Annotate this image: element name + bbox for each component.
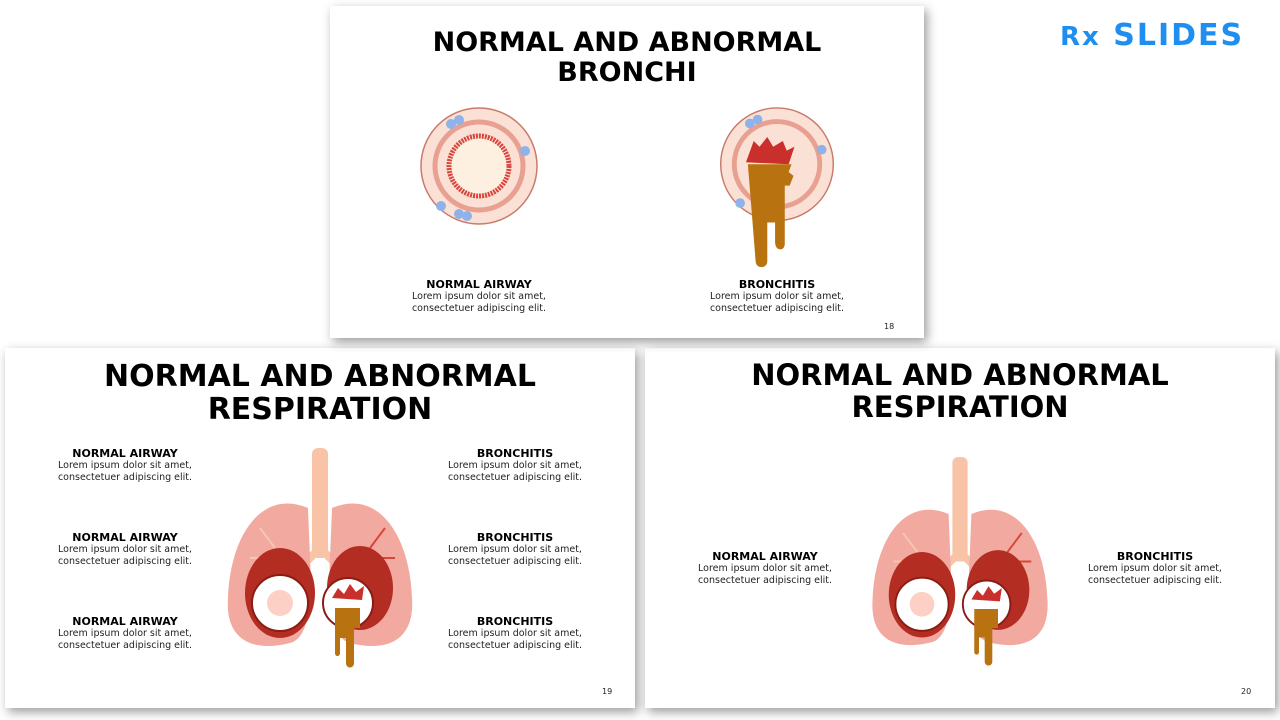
- caption-heading: BRONCHITIS: [476, 531, 554, 544]
- caption-text: Lorem ipsum dolor sit amet, consectetuer…: [57, 628, 193, 651]
- logo-rx: Rx: [1060, 22, 1101, 52]
- caption-heading: NORMAL AIRWAY: [712, 550, 818, 563]
- caption-text: Lorem ipsum dolor sit amet, consectetuer…: [447, 460, 583, 483]
- slide-title: NORMAL AND ABNORMAL BRONCHI: [432, 27, 822, 88]
- slide-title: NORMAL AND ABNORMAL RESPIRATION: [104, 359, 536, 427]
- slide-number: 18: [884, 322, 895, 331]
- caption-heading: BRONCHITIS: [738, 278, 816, 291]
- slide-20[interactable]: NORMAL AND ABNORMAL RESPIRATION NORMAL A…: [645, 348, 1275, 708]
- lungs-illustration: [865, 456, 1055, 686]
- caption-text: Lorem ipsum dolor sit amet, consectetuer…: [411, 291, 547, 314]
- caption-heading: BRONCHITIS: [476, 447, 554, 460]
- caption-text: Lorem ipsum dolor sit amet, consectetuer…: [697, 563, 833, 586]
- caption-heading: BRONCHITIS: [476, 615, 554, 628]
- caption-text: Lorem ipsum dolor sit amet, consectetuer…: [709, 291, 845, 314]
- logo-text: SLIDES: [1113, 18, 1245, 53]
- caption-heading: NORMAL AIRWAY: [426, 278, 532, 291]
- caption-text: Lorem ipsum dolor sit amet, consectetuer…: [1087, 563, 1223, 586]
- lungs-illustration: [220, 448, 420, 688]
- slide-title: NORMAL AND ABNORMAL RESPIRATION: [751, 358, 1169, 424]
- caption-text: Lorem ipsum dolor sit amet, consectetuer…: [57, 460, 193, 483]
- slide-18[interactable]: NORMAL AND ABNORMAL BRONCHI NORMAL AIRWA…: [330, 6, 924, 338]
- caption-text: Lorem ipsum dolor sit amet, consectetuer…: [57, 544, 193, 567]
- caption-heading: NORMAL AIRWAY: [72, 531, 178, 544]
- caption-text: Lorem ipsum dolor sit amet, consectetuer…: [447, 544, 583, 567]
- slide-number: 20: [1241, 687, 1252, 696]
- caption-text: Lorem ipsum dolor sit amet, consectetuer…: [447, 628, 583, 651]
- caption-heading: NORMAL AIRWAY: [72, 447, 178, 460]
- bronchitis-bronchus-illustration: [717, 106, 837, 268]
- caption-heading: NORMAL AIRWAY: [72, 615, 178, 628]
- caption-heading: BRONCHITIS: [1116, 550, 1194, 563]
- slide-19[interactable]: NORMAL AND ABNORMAL RESPIRATION NORMAL A…: [5, 348, 635, 708]
- slide-number: 19: [602, 687, 613, 696]
- normal-bronchus-illustration: [419, 106, 539, 226]
- rxslides-logo: Rx SLIDES: [1060, 18, 1244, 53]
